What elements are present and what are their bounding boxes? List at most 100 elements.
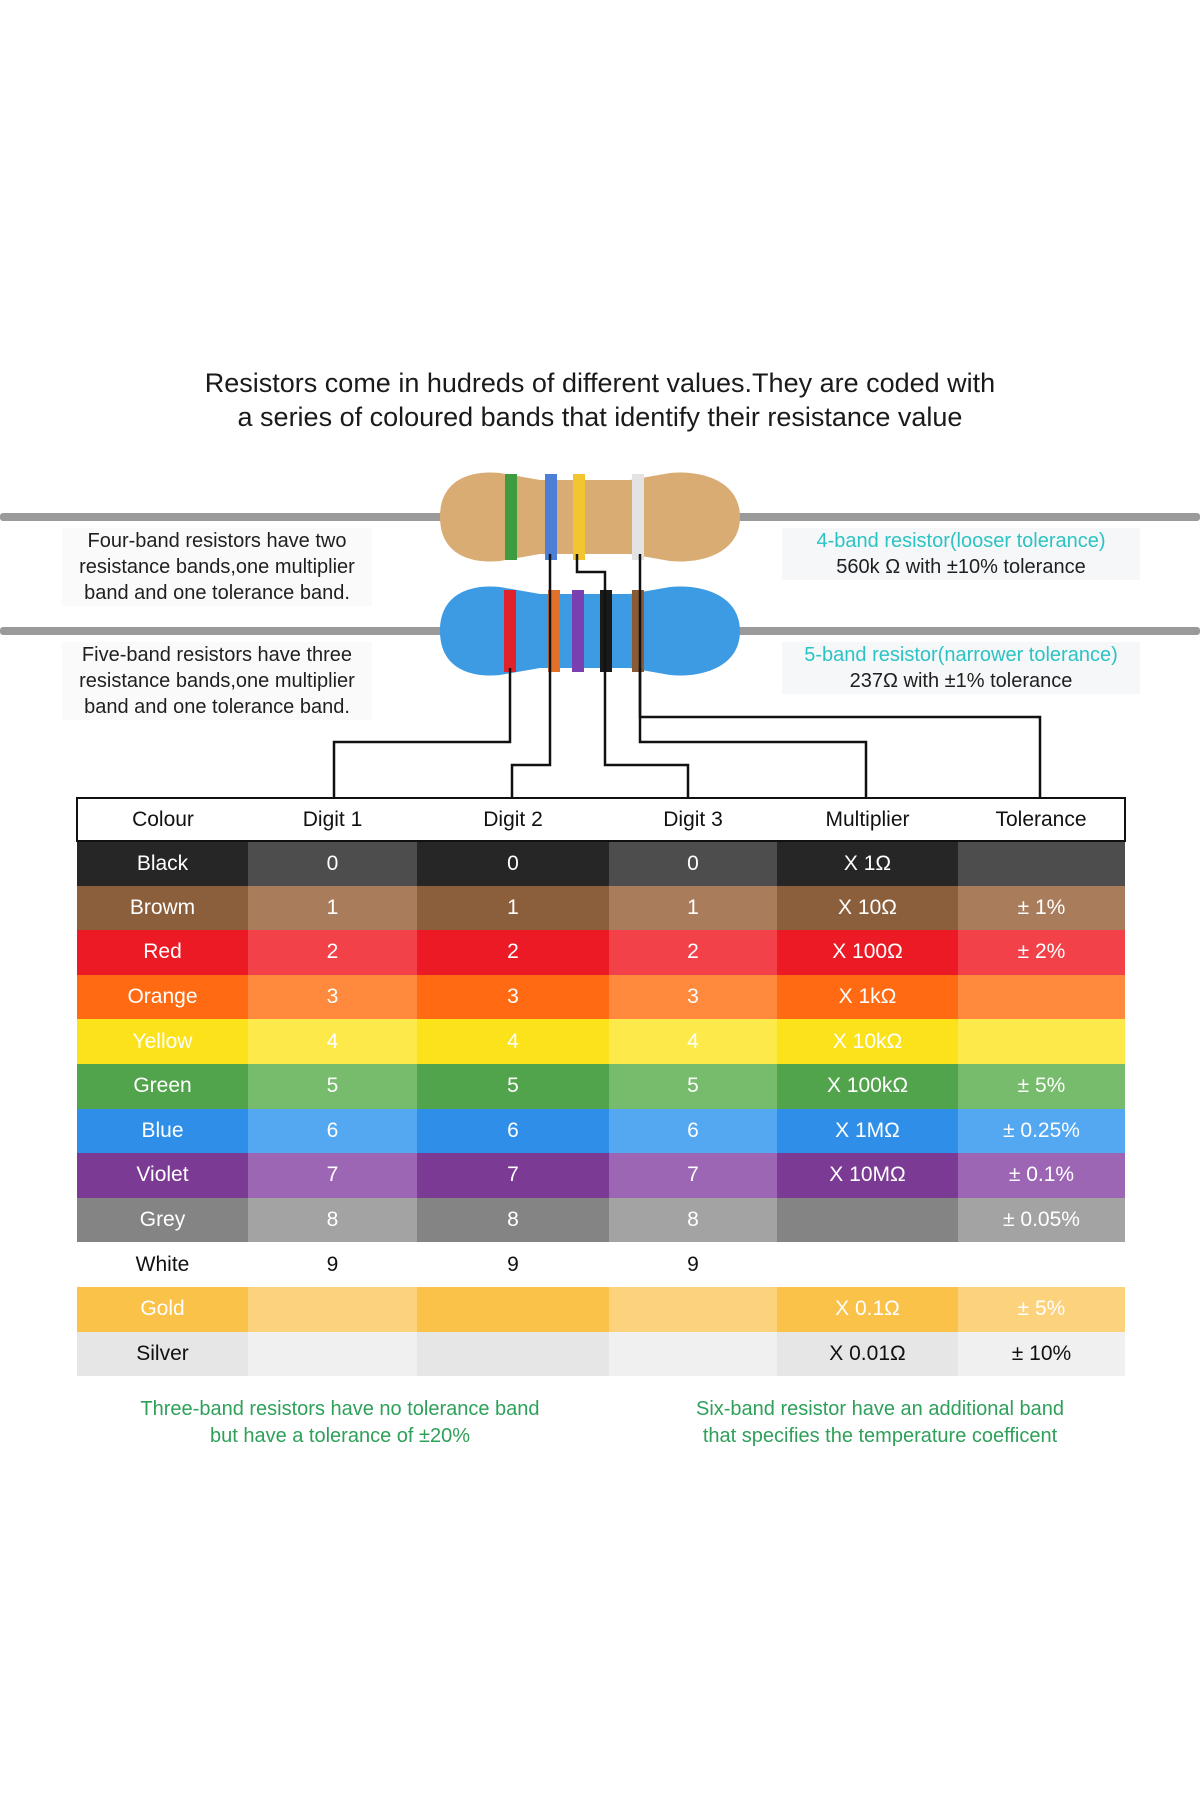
five-band-stripe [504,590,516,672]
header-tolerance: Tolerance [958,797,1126,842]
cell-digit-3 [609,1286,777,1332]
cell-colour-name: Browm [77,885,248,931]
cell-tolerance: ± 0.25% [958,1108,1125,1154]
cell-digit-3: 1 [609,885,777,931]
cell-colour-name: Orange [77,974,248,1020]
cell-digit-2: 6 [417,1108,609,1154]
five-band-stripe [632,590,644,672]
cell-digit-1: 6 [248,1108,417,1154]
five-band-callout-title: 5-band resistor(narrower tolerance) [804,644,1118,666]
five-band-resistor-body [440,586,740,676]
cell-tolerance [958,974,1125,1020]
cell-multiplier [777,1197,958,1243]
cell-digit-1: 5 [248,1063,417,1109]
five-band-description: Five-band resistors have three resistanc… [62,642,372,720]
six-band-note: Six-band resistor have an additional ban… [650,1396,1110,1450]
cell-digit-1: 2 [248,930,417,975]
four-band-resistor-body [440,472,740,562]
cell-multiplier [777,1242,958,1287]
cell-digit-3: 3 [609,974,777,1020]
connector-tolerance [638,668,1042,797]
cell-digit-3: 0 [609,841,777,886]
headline: Resistors come in hudreds of different v… [150,366,1050,434]
cell-digit-3 [609,1331,777,1377]
four-band-stripe [545,474,557,560]
four-band-resistor-bands [505,474,644,560]
header-colour: Colour [76,797,248,842]
cell-digit-3: 7 [609,1153,777,1198]
cell-colour-name: Black [77,841,248,886]
table-header-row: Colour Digit 1 Digit 2 Digit 3 Multiplie… [76,797,1126,842]
headline-line-2: a series of coloured bands that identify… [237,402,963,432]
cell-tolerance [958,1019,1125,1064]
four-band-callout: 4-band resistor(looser tolerance) 560k Ω… [782,528,1140,580]
five-band-description-line-2: resistance bands,one multiplier [79,670,355,692]
cell-digit-3: 2 [609,930,777,975]
cell-colour-name: Violet [77,1153,248,1198]
cell-digit-2: 5 [417,1063,609,1109]
five-band-callout: 5-band resistor(narrower tolerance) 237Ω… [782,642,1140,694]
cell-multiplier: X 1Ω [777,841,958,886]
header-digit-1: Digit 1 [248,797,417,842]
cell-digit-1: 1 [248,885,417,931]
cell-multiplier: X 1MΩ [777,1108,958,1154]
cell-multiplier: X 10kΩ [777,1019,958,1064]
color-code-table: Colour Digit 1 Digit 2 Digit 3 Multiplie… [76,797,1126,1377]
header-digit-2: Digit 2 [417,797,609,842]
cell-digit-3: 5 [609,1063,777,1109]
cell-digit-2: 2 [417,930,609,975]
cell-tolerance: ± 0.05% [958,1197,1125,1243]
headline-line-1: Resistors come in hudreds of different v… [204,368,996,398]
cell-colour-name: Gold [77,1286,248,1332]
cell-multiplier: X 100kΩ [777,1063,958,1109]
resistor-diagram [0,472,1200,797]
four-band-stripe [573,474,585,560]
cell-digit-1: 3 [248,974,417,1020]
cell-digit-2: 9 [417,1242,609,1287]
cell-multiplier: X 0.1Ω [777,1286,958,1332]
cell-colour-name: White [77,1242,248,1287]
cell-tolerance: ± 5% [958,1063,1125,1109]
cell-colour-name: Red [77,930,248,975]
cell-digit-2: 1 [417,885,609,931]
four-band-callout-title: 4-band resistor(looser tolerance) [816,530,1106,552]
six-band-note-line-1: Six-band resistor have an additional ban… [695,1398,1065,1420]
four-band-description-line-2: resistance bands,one multiplier [79,556,355,578]
cell-digit-1 [248,1286,417,1332]
cell-digit-2: 8 [417,1197,609,1243]
cell-tolerance: ± 0.1% [958,1153,1125,1198]
cell-multiplier: X 0.01Ω [777,1331,958,1377]
connector-digit-1 [332,668,512,797]
four-band-description-line-1: Four-band resistors have two [87,530,347,552]
cell-digit-1: 8 [248,1197,417,1243]
cell-tolerance: ± 5% [958,1286,1125,1332]
three-band-note: Three-band resistors have no tolerance b… [110,1396,570,1450]
cell-multiplier: X 10MΩ [777,1153,958,1198]
four-band-description: Four-band resistors have two resistance … [62,528,372,606]
cell-digit-2 [417,1286,609,1332]
cell-tolerance [958,1242,1125,1287]
cell-digit-3: 8 [609,1197,777,1243]
cell-multiplier: X 100Ω [777,930,958,975]
cell-colour-name: Yellow [77,1019,248,1064]
connector-multiplier [638,554,868,797]
cell-tolerance: ± 2% [958,930,1125,975]
cell-digit-1: 0 [248,841,417,886]
cell-colour-name: Silver [77,1331,248,1377]
four-band-description-line-3: band and one tolerance band. [84,582,350,604]
connector-digit-3 [575,554,690,797]
three-band-note-line-1: Three-band resistors have no tolerance b… [140,1398,540,1420]
cell-digit-2 [417,1331,609,1377]
five-band-description-line-3: band and one tolerance band. [84,696,350,718]
cell-digit-2: 0 [417,841,609,886]
header-multiplier: Multiplier [777,797,958,842]
five-band-callout-value: 237Ω with ±1% tolerance [849,670,1073,692]
